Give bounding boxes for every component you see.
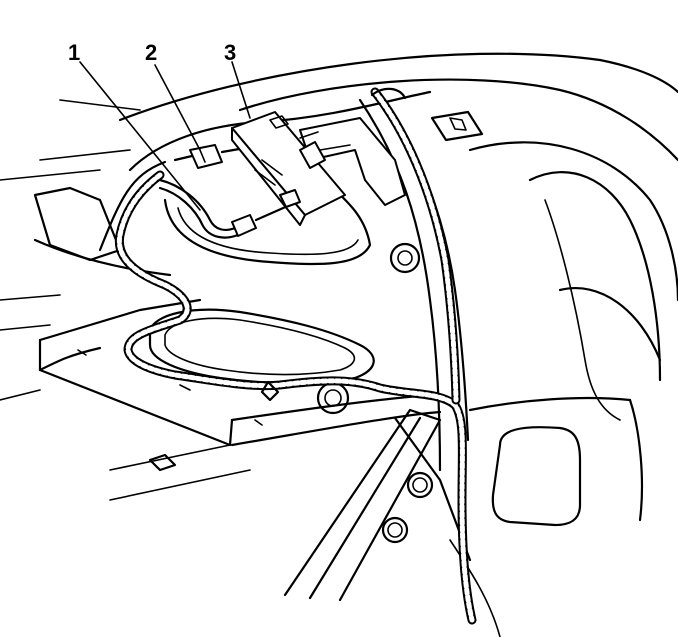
body-panel-outline [0, 52, 678, 181]
leader-lines [79, 61, 251, 211]
trunk-floor [0, 298, 442, 501]
callout-3: 3 [224, 40, 237, 65]
harness-clip [173, 144, 247, 169]
right-wheelhouse [468, 141, 678, 522]
electronic-module [231, 111, 346, 226]
module-bracket [299, 117, 406, 206]
access-opening-right [491, 426, 582, 527]
callout-2: 2 [145, 40, 158, 65]
wiring-harness [114, 87, 477, 625]
antenna-cable [158, 178, 292, 239]
callout-1: 1 [68, 40, 81, 65]
